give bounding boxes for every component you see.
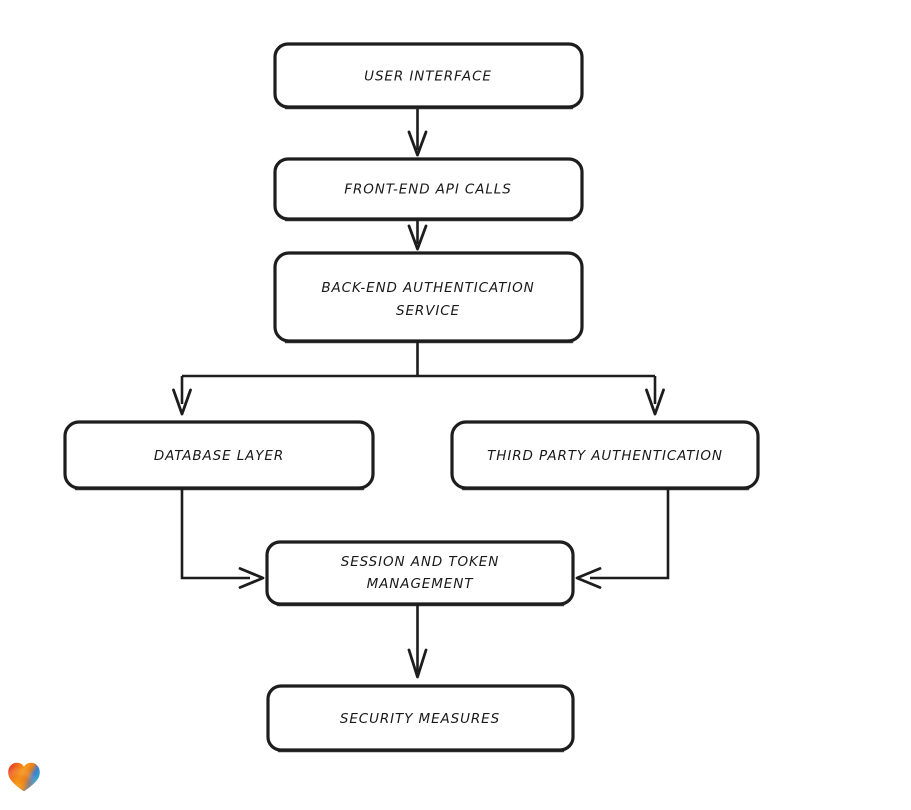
heart-logo-icon: [8, 762, 40, 792]
node-user-interface[interactable]: USER INTERFACE: [273, 42, 584, 110]
edges-layer: [172, 109, 670, 679]
node-third-party-auth[interactable]: THIRD PARTY AUTHENTICATION: [450, 420, 760, 491]
node-back-end-auth-service-shape[interactable]: [273, 251, 584, 343]
node-user-interface-label: USER INTERFACE: [364, 69, 492, 85]
edge-user-interface-to-front-end: [407, 109, 428, 157]
node-user-interface-shape[interactable]: [273, 42, 584, 109]
node-security-measures[interactable]: SECURITY MEASURES: [266, 684, 575, 753]
heart-glow: [8, 762, 40, 792]
node-back-end-auth-service-label-line2: SERVICE: [396, 303, 460, 319]
edge-session-to-security-measures: [407, 604, 428, 679]
edge-back-end-branch-bus: [182, 341, 655, 378]
node-session-token-mgmt[interactable]: SESSION AND TOKEN MANAGEMENT: [265, 540, 575, 607]
node-front-end-api-calls[interactable]: FRONT-END API CALLS: [273, 157, 584, 222]
node-session-token-mgmt-label-line1: SESSION AND TOKEN: [341, 554, 499, 570]
edge-database-layer-to-session: [180, 488, 265, 589]
edge-back-end-to-database-layer: [172, 376, 192, 416]
node-front-end-api-calls-shape[interactable]: [273, 157, 584, 221]
node-third-party-auth-shape[interactable]: [450, 420, 760, 490]
edge-third-party-auth-to-session: [575, 488, 670, 589]
node-security-measures-shape[interactable]: [266, 684, 575, 752]
node-back-end-auth-service-label-line1: BACK-END AUTHENTICATION: [321, 280, 534, 296]
node-database-layer-label: DATABASE LAYER: [154, 448, 284, 464]
nodes-layer: USER INTERFACE FRONT-END API CALLS BACK-…: [63, 42, 760, 753]
node-security-measures-label: SECURITY MEASURES: [340, 711, 500, 727]
node-third-party-auth-label: THIRD PARTY AUTHENTICATION: [487, 448, 723, 464]
node-session-token-mgmt-label-line2: MANAGEMENT: [367, 576, 475, 592]
node-database-layer[interactable]: DATABASE LAYER: [63, 420, 375, 491]
node-session-token-mgmt-shape[interactable]: [265, 540, 575, 606]
node-database-layer-shape[interactable]: [63, 420, 375, 490]
node-back-end-auth-service[interactable]: BACK-END AUTHENTICATION SERVICE: [273, 251, 584, 344]
edge-front-end-to-back-end: [407, 220, 428, 251]
node-front-end-api-calls-label: FRONT-END API CALLS: [344, 182, 511, 198]
edge-back-end-to-third-party-auth: [645, 376, 665, 416]
